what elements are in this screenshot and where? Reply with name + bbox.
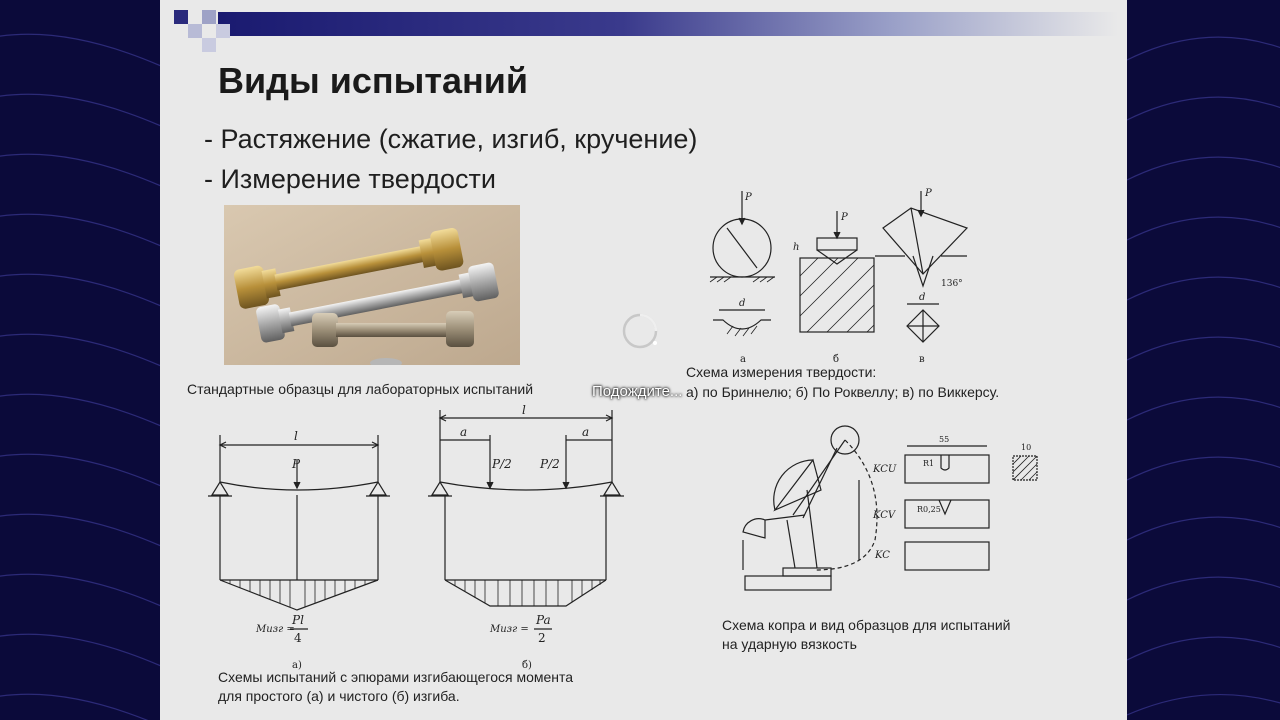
- bending-two-label: 2: [538, 631, 546, 645]
- impact-caption-line1: Схема копра и вид образцов для испытаний: [722, 617, 1011, 633]
- bending-pl-label: Pl: [291, 613, 304, 627]
- bending-p2-label-left: P/2: [491, 457, 512, 471]
- bending-label-b: б): [522, 660, 532, 670]
- bending-four-label: 4: [294, 631, 302, 645]
- hardness-p-label-c: P: [924, 188, 932, 199]
- bending-label-a: а): [292, 660, 302, 670]
- bending-m-label-b: Mизг =: [489, 624, 529, 635]
- bending-m-label-a: Mизг =: [255, 624, 295, 635]
- bending-a-label-left: a: [460, 425, 467, 439]
- impact-kcv-label: KCV: [872, 510, 897, 521]
- impact-r1-label: R1: [923, 459, 934, 468]
- decor-square: [202, 10, 216, 24]
- loading-text: Подождите...: [592, 383, 683, 400]
- hardness-diagram: P d а P h б P: [709, 188, 969, 364]
- impact-length-label: 55: [939, 435, 949, 444]
- bending-l-label-a: l: [294, 429, 298, 443]
- decor-square: [202, 38, 216, 52]
- bending-p-label: P: [291, 457, 301, 471]
- decor-square: [174, 10, 188, 24]
- impact-side-label: 10: [1021, 443, 1031, 452]
- hardness-angle-label: 136°: [941, 279, 963, 289]
- bending-l-label-b: l: [522, 403, 526, 417]
- title-bar-decoration: [218, 12, 1118, 36]
- impact-caption-line2: на ударную вязкость: [722, 636, 857, 652]
- hardness-h-label: h: [793, 242, 799, 253]
- hardness-p-label: P: [744, 192, 752, 203]
- bullet-tension: - Растяжение (сжатие, изгиб, кручение): [204, 124, 698, 154]
- hardness-d-label-c: d: [919, 292, 925, 303]
- bending-diagrams: l P Mизг = Pl 4 а) l a a: [208, 403, 624, 670]
- hardness-d-label-a: d: [739, 298, 745, 309]
- impact-kc-label: KC: [874, 550, 890, 561]
- impact-diagram: 55 KCU R1 KCV R0,25 KC 10: [742, 425, 1038, 591]
- hardness-label-c: в: [919, 354, 925, 364]
- bullet-hardness: - Измерение твердости: [204, 164, 496, 194]
- hardness-caption-line1: Схема измерения твердости:: [686, 364, 877, 380]
- impact-r025-label: R0,25: [917, 505, 941, 514]
- background-right: [1127, 0, 1280, 720]
- hardness-label-b: б: [833, 354, 839, 364]
- slide: Виды испытаний - Растяжение (сжатие, изг…: [160, 0, 1127, 720]
- background-left: [0, 0, 160, 720]
- decor-square: [188, 24, 202, 38]
- bending-caption-line2: для простого (а) и чистого (б) изгиба.: [218, 688, 460, 704]
- bending-p2-label-right: P/2: [539, 457, 560, 471]
- hardness-caption-line2: а) по Бриннелю; б) По Роквеллу; в) по Ви…: [686, 384, 1000, 400]
- impact-kcu-label: KCU: [872, 464, 897, 475]
- loading-spinner-icon: [622, 313, 658, 349]
- samples-caption: Стандартные образцы для лабораторных исп…: [187, 381, 534, 397]
- bending-pa-label: Pa: [535, 613, 551, 627]
- hardness-label-a: а: [740, 354, 746, 364]
- bending-a-label-right: a: [582, 425, 589, 439]
- hardness-p-label-b: P: [840, 212, 848, 223]
- samples-photo: [224, 205, 520, 365]
- bending-caption-line1: Схемы испытаний с эпюрами изгибающегося …: [218, 669, 574, 685]
- decor-square: [216, 24, 230, 38]
- slide-title: Виды испытаний: [218, 60, 529, 101]
